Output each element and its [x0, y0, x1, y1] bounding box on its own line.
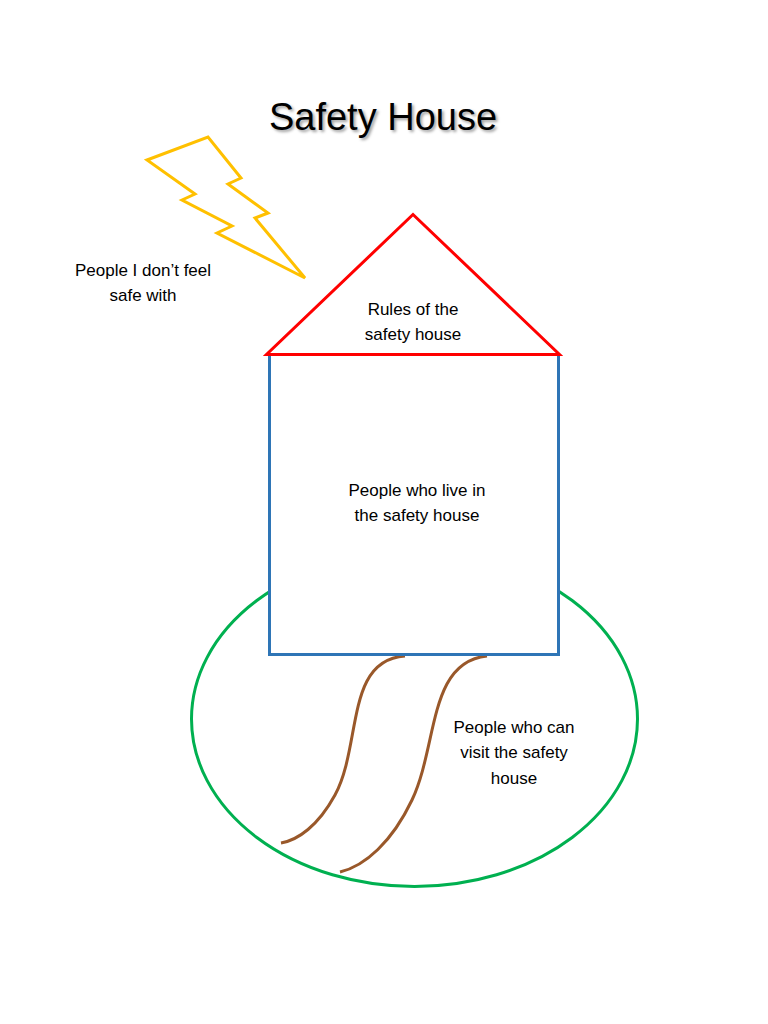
house-box: People who live in the safety house: [268, 353, 560, 656]
label-holder: People I don’t feel safe with: [63, 258, 223, 309]
node-text: Rules of the safety house: [354, 297, 472, 348]
garden-path: [340, 656, 487, 872]
roof-triangle: Rules of the safety house: [265, 213, 561, 356]
note-label: People I don’t feel safe with: [63, 258, 223, 309]
ellipse-outline: [192, 552, 638, 887]
diagram-title: Safety House: [0, 96, 766, 139]
title-holder: Safety House: [0, 96, 766, 139]
roof-outline: [267, 215, 560, 355]
text-holder: Rules of the safety house: [354, 297, 472, 348]
garden-path: [281, 656, 405, 843]
text-holder: People who live in the safety house: [337, 478, 497, 529]
lightning-bolt: [147, 137, 305, 278]
node-text: People who live in the safety house: [337, 478, 497, 529]
text-holder: People who can visit the safety house: [446, 715, 582, 792]
node-text: People who can visit the safety house: [446, 715, 582, 792]
